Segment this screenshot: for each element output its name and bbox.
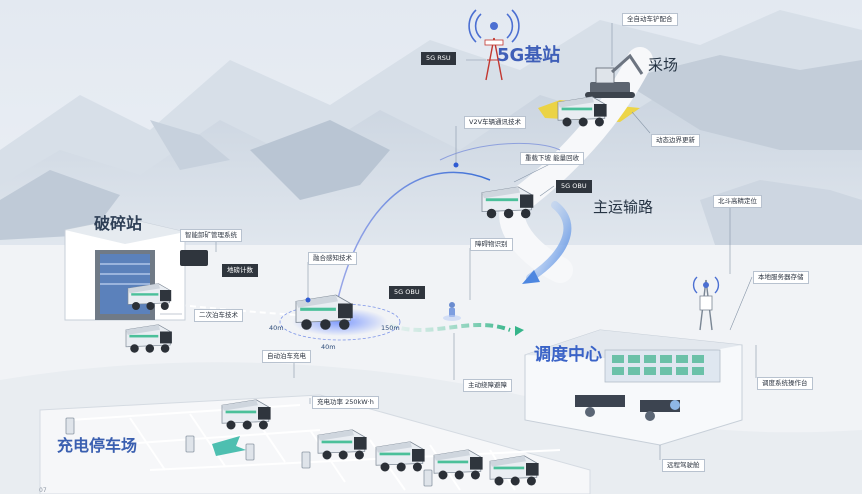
region-quarry: 采场 bbox=[648, 56, 679, 74]
v2v-arc-upper bbox=[439, 142, 561, 161]
dump-truck bbox=[317, 429, 367, 460]
dump-truck bbox=[375, 441, 425, 472]
tag-rsu: 5G RSU bbox=[421, 52, 456, 65]
dump-truck bbox=[127, 283, 172, 310]
excavator bbox=[585, 53, 644, 98]
crusher-route bbox=[179, 304, 361, 319]
tag-ground-device: 地磅计数 bbox=[222, 264, 258, 277]
v2v-node bbox=[453, 162, 459, 168]
truck-fleet bbox=[125, 96, 607, 486]
range-left-label: 40m bbox=[269, 324, 284, 332]
avoidance-arrowhead bbox=[515, 326, 524, 336]
tag-charging-power: 充电功率 250kW·h bbox=[312, 396, 379, 409]
fusion-node bbox=[305, 297, 311, 303]
range-right-label: 150m bbox=[381, 324, 400, 332]
charging-entry-arrow bbox=[212, 436, 246, 456]
unload-controller-device bbox=[180, 250, 208, 266]
downhill-arrowhead bbox=[522, 270, 540, 284]
region-dispatch-center: 调度中心 bbox=[534, 345, 602, 365]
region-charging-yard: 充电停车场 bbox=[57, 436, 138, 455]
downhill-flow-arrow bbox=[526, 201, 572, 282]
mountains bbox=[0, 10, 862, 260]
tag-obu-mid: 5G OBU bbox=[389, 286, 425, 299]
dump-truck bbox=[221, 399, 271, 430]
leader-lines bbox=[160, 23, 757, 460]
beidou-tower bbox=[692, 276, 720, 331]
tag-remote-driving: 远程驾驶舱 bbox=[662, 459, 705, 472]
tag-obstacle-recognition: 障碍物识别 bbox=[470, 238, 513, 251]
dump-truck bbox=[433, 449, 483, 480]
tag-energy-recovery: 重载下坡 能量回收 bbox=[520, 152, 585, 165]
obstacle-pedestrian bbox=[443, 302, 461, 321]
tag-active-avoidance: 主动绕障避障 bbox=[463, 379, 512, 392]
range-bottom-label: 40m bbox=[321, 343, 336, 351]
dump-truck bbox=[125, 324, 172, 353]
dump-truck bbox=[295, 294, 353, 330]
tag-beidou: 北斗高精定位 bbox=[713, 195, 762, 208]
tag-secondary-parking: 二次泊车技术 bbox=[194, 309, 243, 322]
dispatch-center-building bbox=[524, 329, 743, 446]
region-crusher: 破碎站 bbox=[94, 214, 143, 233]
tag-dispatch-console: 调度系统操作台 bbox=[757, 377, 813, 390]
tag-auto-charging: 自动泊车充电 bbox=[262, 350, 311, 363]
dump-truck bbox=[557, 96, 607, 127]
tag-dynamic-boundary: 动态边界更新 bbox=[651, 134, 700, 147]
base-station-tower bbox=[468, 9, 520, 81]
dump-truck bbox=[489, 455, 539, 486]
charging-posts bbox=[65, 417, 433, 487]
tag-obu-top: 5G OBU bbox=[556, 180, 592, 193]
tag-fusion-sensing: 融合感知技术 bbox=[308, 252, 357, 265]
page-number: 07 bbox=[39, 487, 47, 494]
tag-auto-excavator: 全自动车铲配合 bbox=[622, 13, 678, 26]
tag-v2v: V2V车辆通讯技术 bbox=[464, 116, 527, 129]
avoidance-wave bbox=[389, 323, 511, 332]
region-main-road: 主运输路 bbox=[593, 198, 654, 216]
region-base-station: 5G基站 bbox=[497, 45, 561, 66]
dump-truck bbox=[481, 186, 534, 219]
tag-local-server: 本地服务器存储 bbox=[753, 271, 809, 284]
v2v-arc bbox=[334, 171, 491, 313]
tag-smart-unload: 智能卸矿管理系统 bbox=[180, 229, 242, 242]
